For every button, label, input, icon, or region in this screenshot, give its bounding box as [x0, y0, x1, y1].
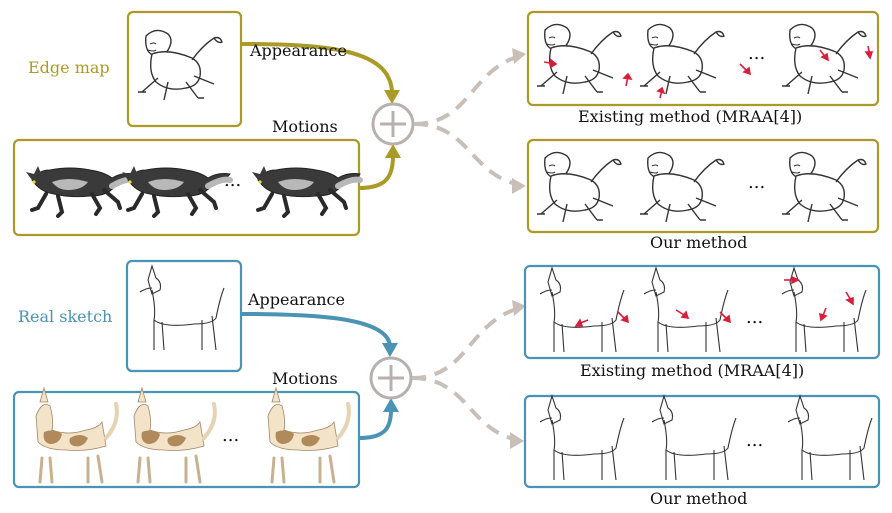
bottom-ours-caption: Our method: [650, 489, 748, 508]
bottom-ours-ellipsis: ...: [746, 430, 764, 451]
bottom-appearance-arrow: [240, 312, 392, 346]
real-sketch-appearance-box: [125, 259, 243, 373]
arrow-head-icon: [385, 144, 401, 158]
bottom-dashed-arrow-existing: [411, 306, 521, 380]
arrow-head-icon: [512, 300, 526, 316]
plus-circle-icon: [371, 102, 415, 146]
arrow-head-icon: [512, 178, 526, 194]
top-existing-ellipsis: ...: [748, 43, 766, 64]
arrow-head-icon: [510, 432, 524, 449]
real-sketch-label: Real sketch: [18, 307, 113, 326]
red-arrow-marker-icon: [574, 275, 854, 327]
bottom-existing-caption: Existing method (MRAA[4]): [580, 361, 805, 380]
bottom-dashed-arrow-ours: [411, 376, 519, 442]
bottom-existing-result-box: [523, 264, 881, 360]
red-arrow-marker-icon: [543, 45, 874, 99]
top-motions-label: Motions: [272, 117, 338, 136]
arrow-head-icon: [384, 90, 400, 104]
plus-circle-icon: [369, 356, 413, 400]
bottom-motion-arrow: [358, 409, 393, 440]
bottom-ours-result-box: [523, 394, 881, 489]
top-appearance-label: Appearance: [250, 41, 347, 60]
top-motions-ellipsis: ...: [224, 170, 242, 191]
top-ours-ellipsis: ...: [748, 172, 766, 193]
top-motion-arrow: [358, 155, 395, 190]
bottom-existing-ellipsis: ...: [746, 307, 764, 328]
top-appearance-arrow: [240, 42, 394, 93]
bottom-motions-ellipsis: ...: [222, 425, 240, 446]
top-dashed-arrow-existing: [413, 54, 521, 126]
arrow-head-icon: [512, 48, 526, 64]
bottom-appearance-label: Appearance: [248, 290, 345, 309]
top-existing-caption: Existing method (MRAA[4]): [578, 107, 803, 126]
top-ours-caption: Our method: [650, 233, 748, 252]
top-dashed-arrow-ours: [413, 122, 521, 187]
arrow-head-icon: [382, 343, 398, 357]
arrow-head-icon: [383, 398, 399, 412]
bottom-motions-label: Motions: [272, 369, 338, 388]
edge-map-label: Edge map: [28, 58, 110, 77]
